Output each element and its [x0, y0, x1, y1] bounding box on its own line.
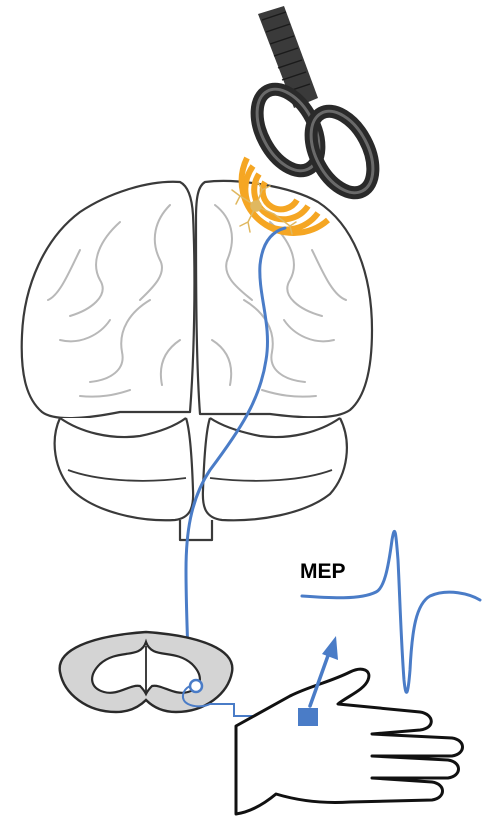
- mep-label: MEP: [300, 560, 346, 584]
- spinal-cord-icon: [60, 632, 233, 712]
- brainstem: [180, 520, 212, 540]
- cerebellum-right: [203, 418, 347, 520]
- emg-electrode-icon: [298, 708, 318, 726]
- cerebellum-left: [55, 418, 194, 520]
- lower-motor-neuron: [190, 680, 202, 692]
- brain-icon: [22, 181, 372, 540]
- mep-waveform: [302, 531, 480, 692]
- tms-coil-icon: [244, 6, 385, 203]
- hand-icon: [236, 669, 463, 814]
